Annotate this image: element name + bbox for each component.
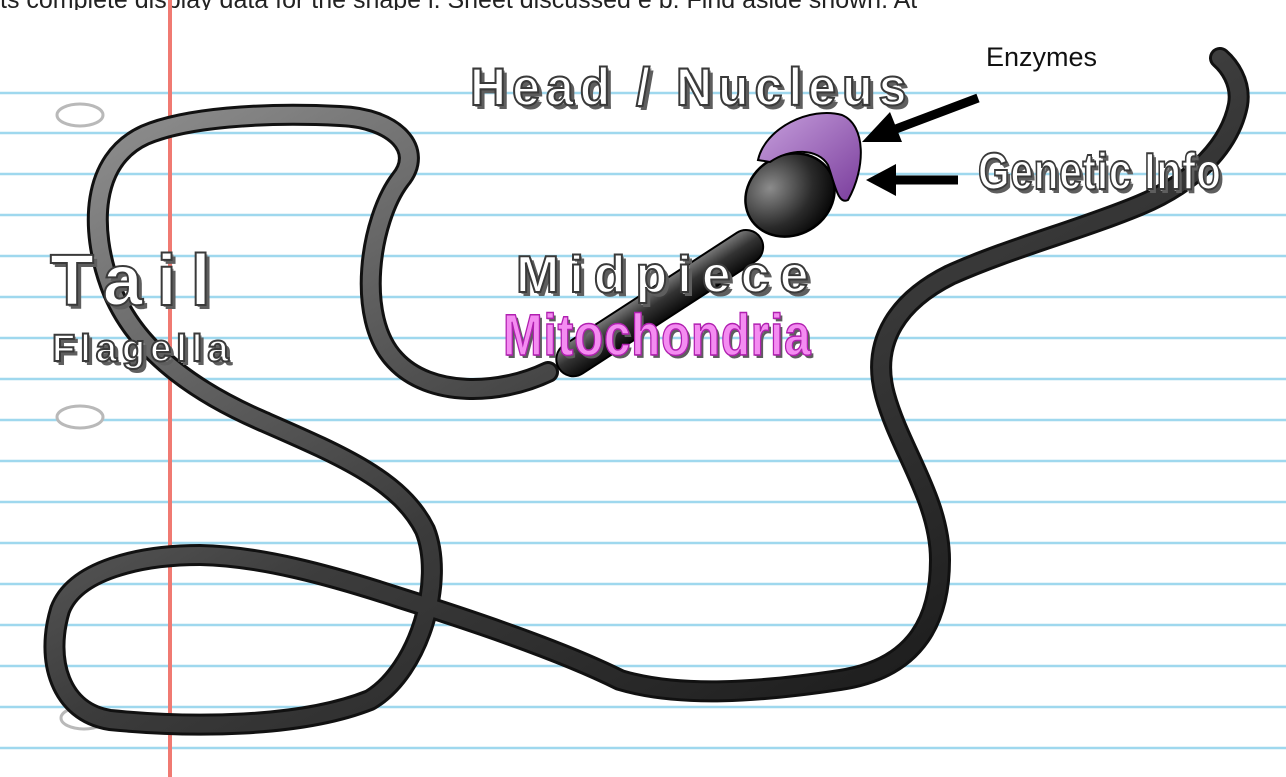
mitochondria-label: Mitochondria — [503, 302, 811, 369]
hole-icon — [57, 406, 103, 428]
enzymes-label: Enzymes — [986, 42, 1097, 73]
genetic-info-label: Genetic Info — [978, 142, 1222, 202]
head-nucleus-label: Head / Nucleus — [470, 57, 912, 118]
hole-icon — [57, 104, 103, 126]
tail-label: Tail — [50, 240, 225, 322]
flagella-label: Flagella — [52, 328, 234, 371]
midpiece-label: Midpiece — [516, 245, 819, 305]
arrow-left-icon — [866, 164, 958, 196]
